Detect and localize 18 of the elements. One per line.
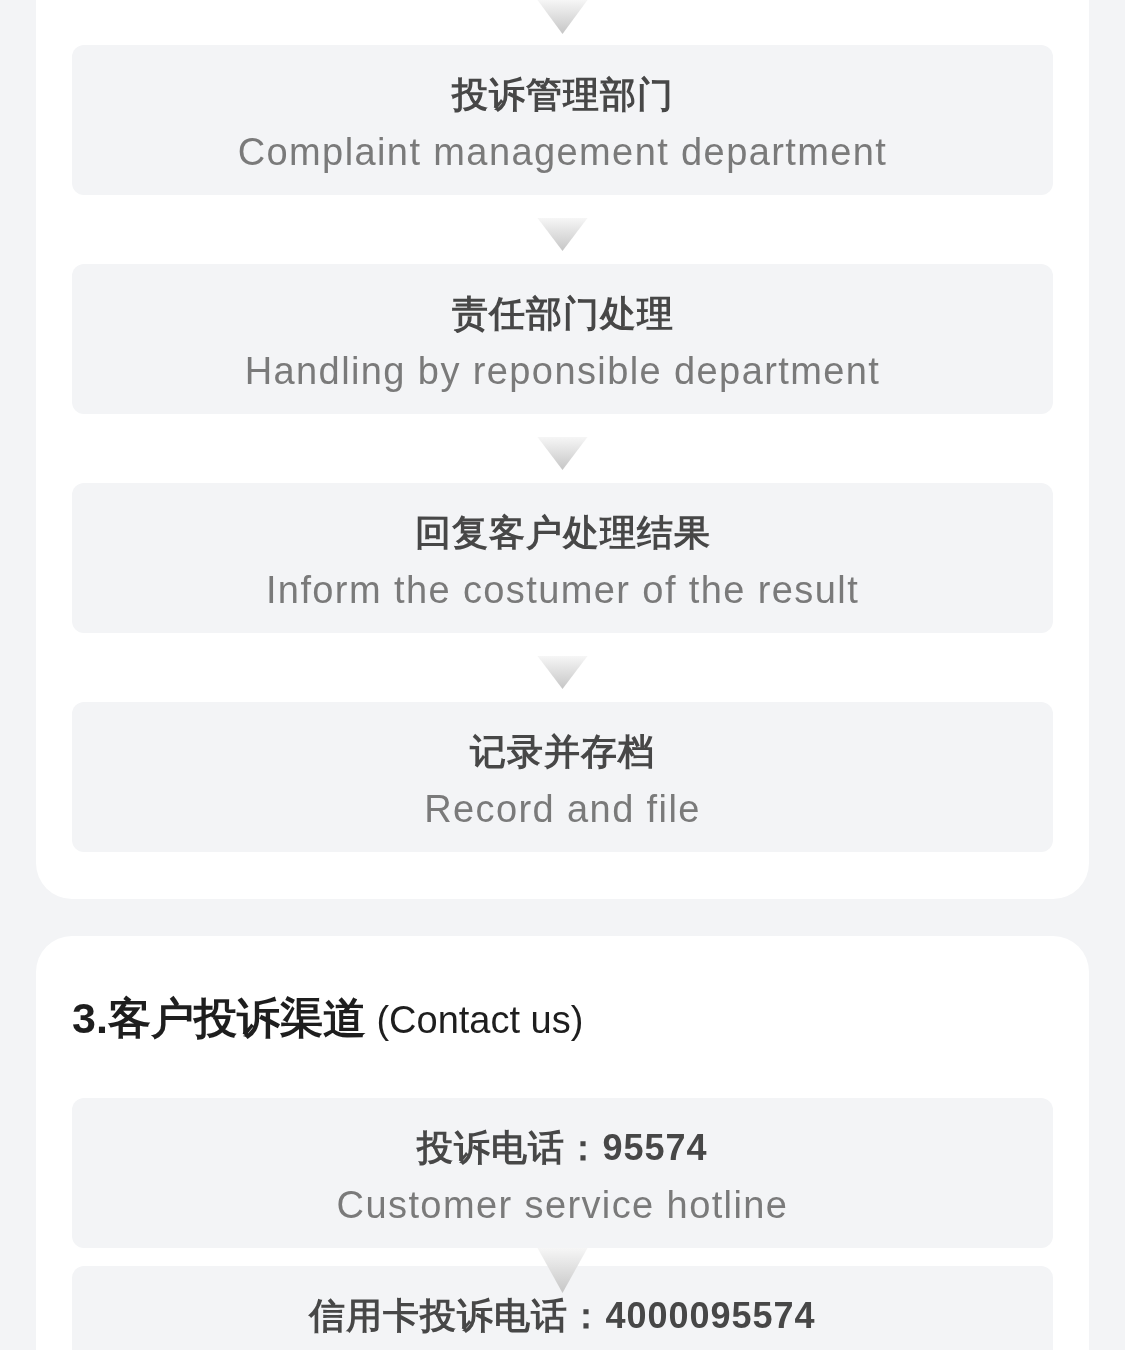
node-title: 信用卡投诉电话：4000095574 xyxy=(309,1294,816,1338)
contact-box xyxy=(72,1266,1053,1350)
section-heading: 3.客户投诉渠道 (Contact us) xyxy=(72,993,584,1044)
arrow xyxy=(537,218,588,251)
node-subtitle: Inform the costumer of the result xyxy=(265,568,860,613)
node-subtitle: Customer service hotline xyxy=(336,1183,789,1228)
node-title: 记录并存档 xyxy=(470,730,655,774)
node-title: 投诉管理部门 xyxy=(451,73,674,117)
arrow xyxy=(537,0,588,34)
node-title: 责任部门处理 xyxy=(451,292,674,336)
arrow xyxy=(537,656,588,689)
node-subtitle: Handling by reponsible department xyxy=(244,349,881,394)
node-subtitle: Complaint management department xyxy=(237,130,888,175)
node-subtitle: Record and file xyxy=(424,787,701,832)
arrow xyxy=(537,1248,588,1293)
node-title: 投诉电话：95574 xyxy=(417,1126,708,1170)
node-title: 回复客户处理结果 xyxy=(414,511,711,555)
arrow xyxy=(537,437,588,470)
